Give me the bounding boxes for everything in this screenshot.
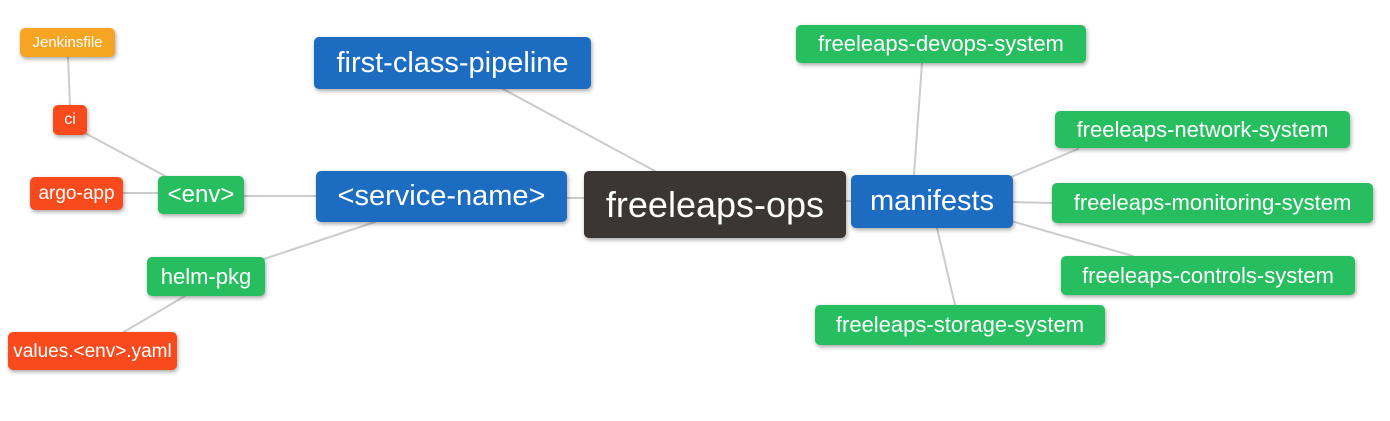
edge-manifests-storage-system [936,227,956,306]
node-freeleaps-storage-system[interactable]: freeleaps-storage-system [815,305,1105,345]
node-argo-app[interactable]: argo-app [30,177,123,210]
node-env[interactable]: <env> [158,176,244,214]
edge-manifests-devops-system [913,62,923,176]
node-helm-pkg[interactable]: helm-pkg [147,257,265,296]
node-freeleaps-monitoring-system[interactable]: freeleaps-monitoring-system [1052,183,1373,223]
edge-helm-pkg-values-env-yaml [121,295,186,334]
edge-manifests-network-system [1010,148,1079,178]
edge-manifests-monitoring-system [1012,201,1053,204]
node-freeleaps-ops[interactable]: freeleaps-ops [584,171,846,238]
edge-manifests-controls-system [1010,220,1134,257]
node-freeleaps-network-system[interactable]: freeleaps-network-system [1055,111,1350,148]
edge-ci-env [82,131,168,178]
node-freeleaps-devops-system[interactable]: freeleaps-devops-system [796,25,1086,63]
node-service-name[interactable]: <service-name> [316,171,567,222]
node-freeleaps-controls-system[interactable]: freeleaps-controls-system [1061,256,1355,295]
edge-jenkinsfile-ci [67,56,71,106]
edge-service-name-helm-pkg [263,221,376,260]
node-first-class-pipeline[interactable]: first-class-pipeline [314,37,591,89]
node-values-env-yaml[interactable]: values.<env>.yaml [8,332,177,370]
node-manifests[interactable]: manifests [851,175,1013,228]
node-ci[interactable]: ci [53,105,87,135]
node-jenkinsfile[interactable]: Jenkinsfile [20,28,115,57]
edge-first-class-pipeline-freeleaps-ops [502,88,656,172]
